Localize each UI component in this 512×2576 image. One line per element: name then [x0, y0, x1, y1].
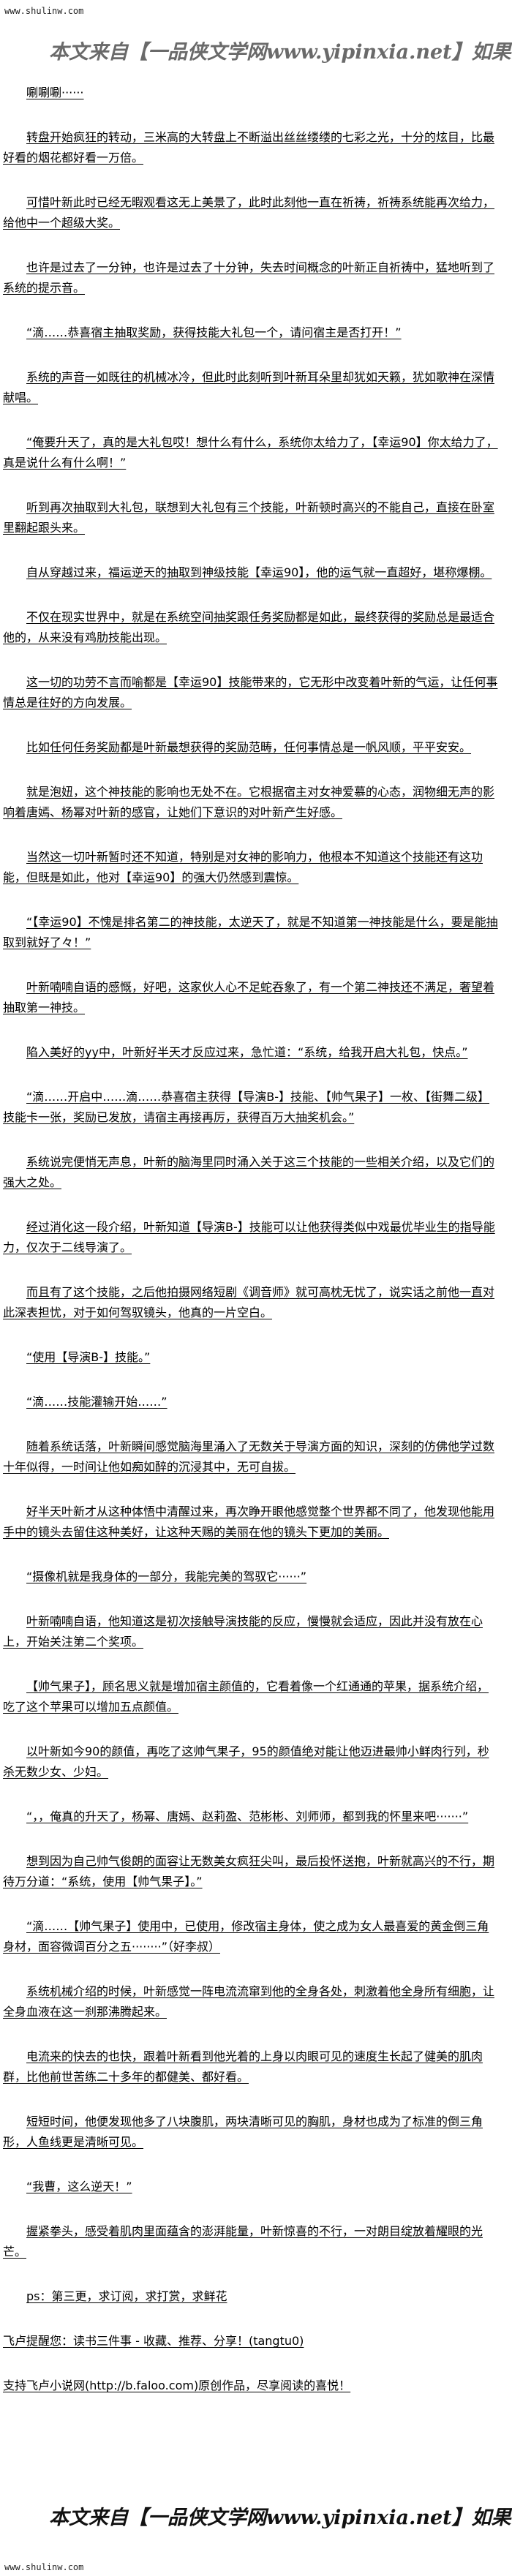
paragraph-text: 电流来的快去的也快，跟着叶新看到他光着的上身以肉眼可见的速度生长起了健美的肌肉群… [3, 2049, 483, 2084]
paragraph-text: 叶新喃喃自语，他知道这是初次接触导演技能的反应，慢慢就会适应，因此并没有放在心上… [3, 1614, 483, 1649]
paragraph: 而且有了这个技能，之后他拍摄网络短剧《调音师》就可高枕无忧了，说实话之前他一直对… [3, 1282, 499, 1323]
paragraph: “滴……开启中……滴……恭喜宿主获得【导演B-】技能、【帅气果子】一枚、【街舞二… [3, 1087, 499, 1128]
paragraph: 以叶新如今90的颜值，再吃了这帅气果子，95的颜值绝对能让他迈进最帅小鲜肉行列，… [3, 1741, 499, 1782]
paragraph: 系统的声音一如既往的机械冰冷，但此时此刻听到叶新耳朵里却犹如天籁，犹如歌神在深情… [3, 367, 499, 408]
paragraph: 随着系统话落，叶新瞬间感觉脑海里涌入了无数关于导演方面的知识，深刻的仿佛他学过数… [3, 1436, 499, 1477]
paragraph: 也许是过去了一分钟，也许是过去了十分钟，失去时间概念的叶新正自祈祷中，猛地听到了… [3, 257, 499, 298]
watermark-banner-top: 本文来自【一品侠文学网www.yipinxia.net】如果你想看完整版小说，请 [49, 41, 512, 64]
paragraph-text: 就是泡妞，这个神技能的影响也无处不在。它根据宿主对女神爱慕的心态，润物细无声的影… [3, 785, 495, 819]
site-url-bottom: www.shulinw.com [4, 2562, 84, 2572]
paragraph: 叶新喃喃自语，他知道这是初次接触导演技能的反应，慢慢就会适应，因此并没有放在心上… [3, 1611, 499, 1652]
paragraph-text: “滴……技能灌输开始……” [26, 1395, 167, 1409]
site-url-top: www.shulinw.com [4, 6, 84, 16]
paragraph: 【帅气果子】，顾名思义就是增加宿主颜值的，它看着像一个红通通的苹果，据系统介绍，… [3, 1676, 499, 1717]
paragraph: 陷入美好的yy中，叶新好半天才反应过来，急忙道：“系统，给我开启大礼包，快点。” [3, 1042, 499, 1063]
paragraph-text: “【幸运90】不愧是排名第二的神技能，太逆天了，就是不知道第一神技能是什么，要是… [3, 915, 498, 949]
paragraph: 叶新喃喃自语的感慨，好吧，这家伙人心不足蛇吞象了，有一个第二神技还不满足，奢望着… [3, 977, 499, 1018]
paragraph-text: 而且有了这个技能，之后他拍摄网络短剧《调音师》就可高枕无忧了，说实话之前他一直对… [3, 1285, 495, 1319]
paragraph-text: 飞卢提醒您：读书三件事 - 收藏、推荐、分享！(tangtu0) [3, 2334, 304, 2348]
watermark-banner-bottom: 本文来自【一品侠文学网www.yipinxia.net】如果你想看完整版小说，请 [49, 2507, 512, 2529]
paragraph-text: 系统的声音一如既往的机械冰冷，但此时此刻听到叶新耳朵里却犹如天籁，犹如歌神在深情… [3, 370, 495, 404]
paragraph: 这一切的功劳不言而喻都是【幸运90】技能带来的，它无形中改变着叶新的气运，让任何… [3, 672, 499, 713]
paragraph: 系统机械介绍的时候，叶新感觉一阵电流流窜到他的全身各处，刺激着他全身所有细胞，让… [3, 1981, 499, 2022]
paragraph-text: 随着系统话落，叶新瞬间感觉脑海里涌入了无数关于导演方面的知识，深刻的仿佛他学过数… [3, 1439, 495, 1474]
paragraph: 唰唰唰······ [3, 83, 499, 103]
paragraph-text: “滴……恭喜宿主抽取奖励，获得技能大礼包一个，请问宿主是否打开！” [26, 325, 402, 339]
paragraph: 短短时间，他便发现他多了八块腹肌，两块清晰可见的胸肌，身材也成为了标准的倒三角形… [3, 2112, 499, 2153]
paragraph: 自从穿越过来，福运逆天的抽取到神级技能【幸运90】，他的运气就一直超好，堪称爆棚… [3, 562, 499, 583]
paragraph: 比如任何任务奖励都是叶新最想获得的奖励范畴，任何事情总是一帆风顺，平平安安。 [3, 737, 499, 758]
paragraph: 好半天叶新才从这种体悟中清醒过来，再次睁开眼他感觉整个世界都不同了，他发现他能用… [3, 1502, 499, 1543]
chapter-content: 唰唰唰······ 转盘开始疯狂的转动，三米高的大转盘上不断溢出丝丝缕缕的七彩之光… [3, 83, 499, 2420]
paragraph-text: 听到再次抽取到大礼包，联想到大礼包有三个技能，叶新顿时高兴的不能自己，直接在卧室… [3, 500, 495, 535]
paragraph-text: 好半天叶新才从这种体悟中清醒过来，再次睁开眼他感觉整个世界都不同了，他发现他能用… [3, 1504, 495, 1539]
paragraph-text: 经过消化这一段介绍，叶新知道【导演B-】技能可以让他获得类似中戏最优毕业生的指导… [3, 1220, 495, 1254]
paragraph: 支持飞卢小说网(http://b.faloo.com)原创作品，尽享阅读的喜悦！ [3, 2376, 499, 2396]
paragraph-text: 系统说完便悄无声息，叶新的脑海里同时涌入关于这三个技能的一些相关介绍，以及它们的… [3, 1155, 495, 1189]
paragraph-text: 这一切的功劳不言而喻都是【幸运90】技能带来的，它无形中改变着叶新的气运，让任何… [3, 675, 498, 709]
paragraph-text: 陷入美好的yy中，叶新好半天才反应过来，急忙道：“系统，给我开启大礼包，快点。” [26, 1045, 468, 1059]
paragraph: “滴……技能灌输开始……” [3, 1392, 499, 1412]
paragraph-text: 以叶新如今90的颜值，再吃了这帅气果子，95的颜值绝对能让他迈进最帅小鲜肉行列，… [3, 1744, 489, 1779]
paragraph-text: “滴……【帅气果子】使用中，已使用，修改宿主身体，使之成为女人最喜爱的黄金倒三角… [3, 1919, 489, 1954]
paragraph-text: 叶新喃喃自语的感慨，好吧，这家伙人心不足蛇吞象了，有一个第二神技还不满足，奢望着… [3, 980, 495, 1014]
paragraph-text: 系统机械介绍的时候，叶新感觉一阵电流流窜到他的全身各处，刺激着他全身所有细胞，让… [3, 1984, 495, 2019]
paragraph-text: 支持飞卢小说网(http://b.faloo.com)原创作品，尽享阅读的喜悦！ [3, 2379, 351, 2392]
paragraph-text: ps：第三更，求订阅，求打赏，求鲜花 [26, 2289, 227, 2303]
paragraph: 可惜叶新此时已经无暇观看这无上美景了，此时此刻他一直在祈祷，祈祷系统能再次给力，… [3, 192, 499, 233]
paragraph-text: 握紧拳头，感受着肌肉里面蕴含的澎湃能量，叶新惊喜的不行，一对朗目绽放着耀眼的光芒… [3, 2224, 483, 2259]
paragraph: “【幸运90】不愧是排名第二的神技能，太逆天了，就是不知道第一神技能是什么，要是… [3, 912, 499, 953]
paragraph: 经过消化这一段介绍，叶新知道【导演B-】技能可以让他获得类似中戏最优毕业生的指导… [3, 1217, 499, 1258]
paragraph: 电流来的快去的也快，跟着叶新看到他光着的上身以肉眼可见的速度生长起了健美的肌肉群… [3, 2046, 499, 2087]
paragraph-text: “摄像机就是我身体的一部分，我能完美的驾驭它······” [26, 1570, 307, 1583]
paragraph: 就是泡妞，这个神技能的影响也无处不在。它根据宿主对女神爱慕的心态，润物细无声的影… [3, 782, 499, 823]
paragraph-text: 转盘开始疯狂的转动，三米高的大转盘上不断溢出丝丝缕缕的七彩之光，十分的炫目，比最… [3, 130, 495, 165]
paragraph-text: 当然这一切叶新暂时还不知道，特别是对女神的影响力，他根本不知道这个技能还有这功能… [3, 850, 483, 884]
paragraph: 想到因为自己帅气俊朗的面容让无数美女疯狂尖叫，最后投怀送抱，叶新就高兴的不行，期… [3, 1851, 499, 1892]
paragraph: “摄像机就是我身体的一部分，我能完美的驾驭它······” [3, 1567, 499, 1587]
paragraph: 转盘开始疯狂的转动，三米高的大转盘上不断溢出丝丝缕缕的七彩之光，十分的炫目，比最… [3, 127, 499, 168]
paragraph: 不仅在现实世界中，就是在系统空间抽奖跟任务奖励都是如此，最终获得的奖励总是最适合… [3, 607, 499, 648]
paragraph: 握紧拳头，感受着肌肉里面蕴含的澎湃能量，叶新惊喜的不行，一对朗目绽放着耀眼的光芒… [3, 2221, 499, 2262]
paragraph-text: 可惜叶新此时已经无暇观看这无上美景了，此时此刻他一直在祈祷，祈祷系统能再次给力，… [3, 195, 495, 230]
paragraph-text: “滴……开启中……滴……恭喜宿主获得【导演B-】技能、【帅气果子】一枚、【街舞二… [3, 1090, 490, 1124]
paragraph: 当然这一切叶新暂时还不知道，特别是对女神的影响力，他根本不知道这个技能还有这功能… [3, 847, 499, 888]
paragraph-text: 唰唰唰······ [26, 86, 84, 99]
paragraph-text: 想到因为自己帅气俊朗的面容让无数美女疯狂尖叫，最后投怀送抱，叶新就高兴的不行，期… [3, 1854, 495, 1888]
paragraph-text: 也许是过去了一分钟，也许是过去了十分钟，失去时间概念的叶新正自祈祷中，猛地听到了… [3, 260, 495, 295]
paragraph-text: “使用【导演B-】技能。” [26, 1350, 151, 1364]
paragraph: “我曹，这么逆天！” [3, 2177, 499, 2197]
paragraph-text: 不仅在现实世界中，就是在系统空间抽奖跟任务奖励都是如此，最终获得的奖励总是最适合… [3, 610, 495, 644]
paragraph: “使用【导演B-】技能。” [3, 1347, 499, 1368]
paragraph-text: “我曹，这么逆天！” [26, 2180, 132, 2193]
paragraph: 听到再次抽取到大礼包，联想到大礼包有三个技能，叶新顿时高兴的不能自己，直接在卧室… [3, 497, 499, 538]
paragraph-text: 比如任何任务奖励都是叶新最想获得的奖励范畴，任何事情总是一帆风顺，平平安安。 [26, 740, 472, 754]
paragraph: “滴……恭喜宿主抽取奖励，获得技能大礼包一个，请问宿主是否打开！” [3, 323, 499, 343]
paragraph-text: “，，俺真的升天了，杨幂、唐嫣、赵莉盈、范彬彬、刘师师，都到我的怀里来吧····… [26, 1809, 469, 1823]
paragraph: “，，俺真的升天了，杨幂、唐嫣、赵莉盈、范彬彬、刘师师，都到我的怀里来吧····… [3, 1807, 499, 1827]
paragraph: 系统说完便悄无声息，叶新的脑海里同时涌入关于这三个技能的一些相关介绍，以及它们的… [3, 1152, 499, 1193]
paragraph-text: “俺要升天了，真的是大礼包哎！想什么有什么，系统你太给力了，【幸运90】你太给力… [3, 435, 498, 470]
paragraph-text: 短短时间，他便发现他多了八块腹肌，两块清晰可见的胸肌，身材也成为了标准的倒三角形… [3, 2114, 483, 2149]
paragraph-text: 自从穿越过来，福运逆天的抽取到神级技能【幸运90】，他的运气就一直超好，堪称爆棚… [26, 565, 492, 579]
paragraph: ps：第三更，求订阅，求打赏，求鲜花 [3, 2286, 499, 2307]
paragraph: “滴……【帅气果子】使用中，已使用，修改宿主身体，使之成为女人最喜爱的黄金倒三角… [3, 1916, 499, 1957]
paragraph-text: 【帅气果子】，顾名思义就是增加宿主颜值的，它看着像一个红通通的苹果，据系统介绍，… [3, 1679, 489, 1714]
paragraph: “俺要升天了，真的是大礼包哎！想什么有什么，系统你太给力了，【幸运90】你太给力… [3, 432, 499, 473]
paragraph: 飞卢提醒您：读书三件事 - 收藏、推荐、分享！(tangtu0) [3, 2331, 499, 2351]
